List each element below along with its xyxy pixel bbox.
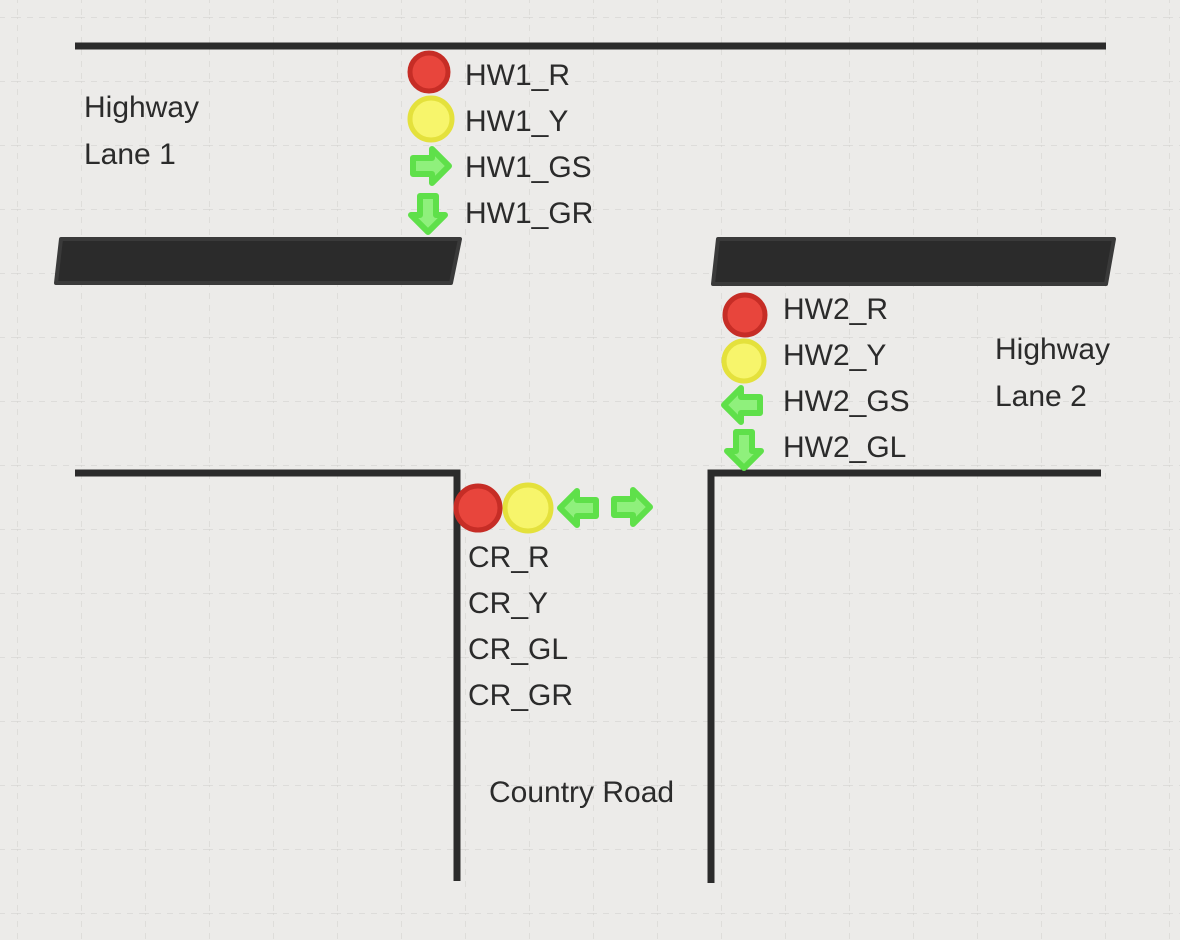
hw2-straight-arrow-icon	[721, 385, 763, 425]
signal-list-hw1: HW1_R HW1_Y HW1_GS HW1_GR	[465, 53, 593, 237]
hw2-red-light	[722, 292, 768, 338]
signal-label-cr-gl: CR_GL	[468, 633, 569, 666]
hw1-right-arrow-icon	[408, 193, 448, 235]
highway-lane-2-line-2: Lane 2	[995, 380, 1087, 413]
median-right	[711, 237, 1116, 286]
signal-label-cr-gr: CR_GR	[468, 679, 574, 712]
road-corner-left	[75, 469, 461, 881]
hw1-yellow-light	[407, 95, 455, 143]
highway-lane-1-line-1: Highway	[84, 91, 200, 124]
signal-list-cr: CR_R CR_Y CR_GL CR_GR	[468, 535, 573, 719]
signal-label-hw2-r: HW2_R	[783, 293, 889, 326]
hw2-yellow-light	[721, 338, 767, 384]
highway-lane-1-label: Highway Lane 1	[84, 84, 199, 178]
signal-label-hw1-gr: HW1_GR	[465, 197, 594, 230]
cr-yellow-light	[502, 482, 554, 534]
signal-label-hw2-y: HW2_Y	[783, 339, 887, 372]
cr-left-arrow-icon	[557, 488, 599, 528]
signal-label-hw1-gs: HW1_GS	[465, 151, 592, 184]
hw1-straight-arrow-icon	[410, 146, 452, 186]
highway-lane-2-line-1: Highway	[995, 333, 1111, 366]
signal-label-cr-y: CR_Y	[468, 587, 549, 620]
hw2-left-arrow-icon	[724, 429, 764, 471]
signal-label-hw2-gl: HW2_GL	[783, 431, 907, 464]
signal-label-cr-r: CR_R	[468, 541, 550, 574]
hw1-red-light	[407, 50, 451, 94]
median-left	[54, 237, 462, 285]
cr-right-arrow-icon	[611, 487, 653, 527]
cr-red-light	[453, 483, 503, 533]
signal-list-hw2: HW2_R HW2_Y HW2_GS HW2_GL	[783, 287, 910, 471]
signal-label-hw1-y: HW1_Y	[465, 105, 569, 138]
signal-label-hw1-r: HW1_R	[465, 59, 571, 92]
road-corner-right	[707, 469, 1101, 883]
highway-lane-2-label: Highway Lane 2	[995, 326, 1110, 420]
country-road-label: Country Road	[489, 776, 675, 809]
highway-lane-1-line-2: Lane 1	[84, 138, 176, 171]
signal-label-hw2-gs: HW2_GS	[783, 385, 910, 418]
